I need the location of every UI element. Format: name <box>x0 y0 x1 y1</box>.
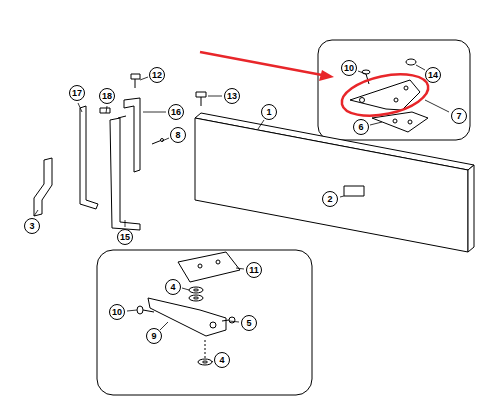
screw <box>137 306 154 314</box>
washer <box>189 287 203 301</box>
screw <box>196 92 206 106</box>
bracket-edge <box>118 116 126 118</box>
callout-number: 12 <box>149 67 165 83</box>
washer <box>198 340 212 365</box>
callout-number: 10 <box>109 304 125 320</box>
door-panel <box>195 113 474 252</box>
callout-number: 18 <box>99 88 115 104</box>
callout-number: 17 <box>69 85 85 101</box>
clip <box>100 108 110 113</box>
callout-number: 9 <box>146 328 162 344</box>
callout-number: 11 <box>246 262 262 278</box>
screw <box>131 74 140 88</box>
leader-lines <box>34 65 449 362</box>
callout-number: 3 <box>24 218 40 234</box>
pin <box>222 317 235 323</box>
callout-number: 8 <box>170 127 186 143</box>
callout-number: 16 <box>168 104 184 120</box>
callout-number: 5 <box>241 315 257 331</box>
callout-number: 7 <box>451 108 467 124</box>
callout-number: 6 <box>353 119 369 135</box>
pin <box>152 139 164 145</box>
inset-frame <box>97 250 312 395</box>
bracket <box>124 98 140 172</box>
bracket <box>110 118 140 230</box>
callout-number: 10 <box>341 60 357 76</box>
plug <box>406 59 416 65</box>
hinge-plate <box>178 252 240 282</box>
callout-number: 15 <box>117 229 133 245</box>
trim-strip <box>80 106 98 209</box>
callout-number: 2 <box>322 191 338 207</box>
handle <box>34 158 52 216</box>
callout-number: 1 <box>261 104 277 120</box>
nameplate <box>344 186 364 196</box>
highlight <box>200 52 432 123</box>
callout-number: 14 <box>425 67 441 83</box>
callout-number: 4 <box>214 352 230 368</box>
callout-number: 13 <box>224 88 240 104</box>
inset-frame <box>318 40 470 140</box>
callout-number: 4 <box>165 279 181 295</box>
